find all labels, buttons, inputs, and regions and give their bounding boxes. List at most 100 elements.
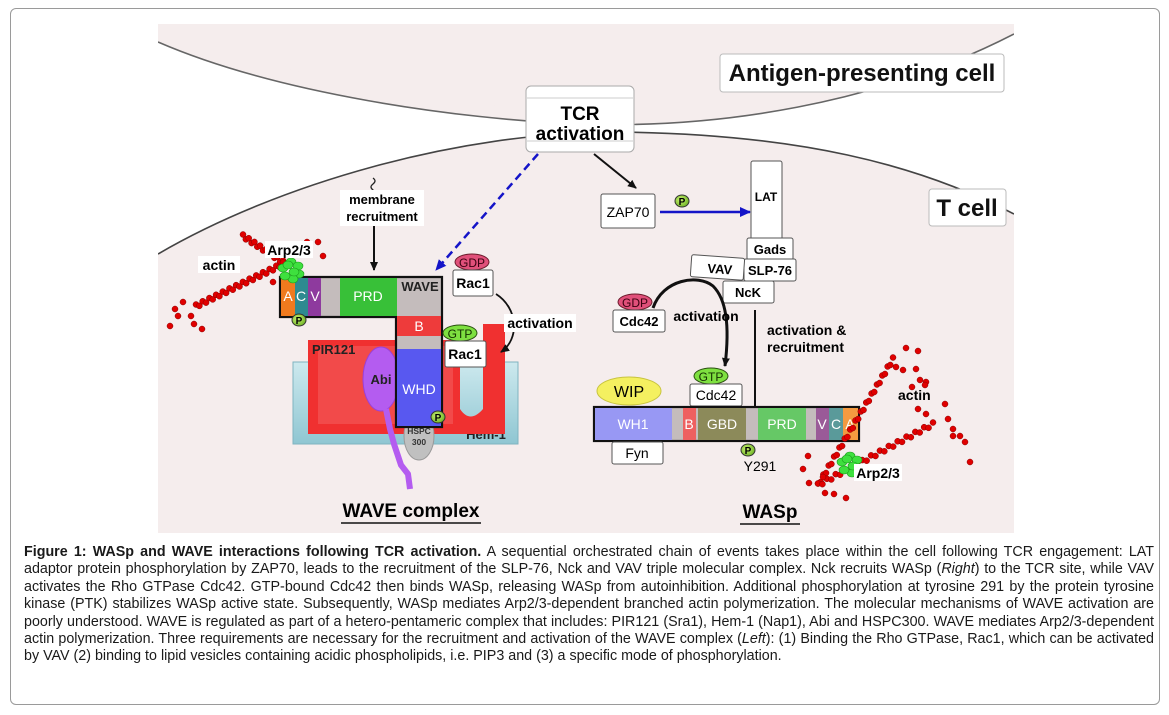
actin-monomer [944, 415, 952, 423]
svg-text:GDP: GDP [622, 296, 648, 310]
membrane-recruitment-label: membrane recruitment [340, 190, 424, 226]
actin-monomer [819, 473, 827, 481]
actin-monomer [921, 381, 929, 389]
svg-text:B: B [414, 318, 423, 334]
svg-text:GBD: GBD [707, 416, 737, 432]
tcell-label: T cell [928, 188, 1007, 227]
actin-monomer [892, 363, 900, 371]
svg-text:TCR: TCR [560, 104, 599, 125]
actin-monomer [209, 296, 216, 303]
arp23-subunit [282, 260, 294, 270]
svg-text:P: P [679, 197, 686, 208]
y291-label: Y291 [744, 458, 777, 474]
wave-domain-A [281, 278, 295, 316]
gads: Gads [746, 237, 794, 261]
actin-monomer [216, 292, 223, 300]
actin-monomer [249, 276, 257, 284]
actin-monomer [871, 388, 878, 396]
actin-monomer [925, 424, 932, 432]
svg-text:Cdc42: Cdc42 [619, 314, 658, 329]
svg-text:WIP: WIP [614, 384, 644, 401]
actin-monomer [854, 415, 862, 423]
gdp-badge: GDP [617, 293, 653, 311]
arp23-subunit [838, 465, 850, 475]
actin-monomer [819, 480, 826, 488]
svg-text:recruitment: recruitment [767, 339, 844, 355]
svg-text:actin: actin [203, 257, 236, 273]
actin-monomer [872, 452, 879, 460]
actin-monomer [236, 283, 243, 290]
actin-monomer [222, 289, 230, 297]
arp23-subunit [279, 271, 291, 281]
svg-text:Rac1: Rac1 [456, 275, 490, 291]
actin-monomer [838, 442, 846, 450]
tcr-to-zap70-arrow [593, 153, 637, 189]
cdc42-gdp: Cdc42 [612, 309, 666, 333]
svg-text:P: P [296, 316, 303, 327]
wasp-domain-V [816, 408, 829, 440]
svg-text:Abi: Abi [371, 372, 392, 387]
actin-monomer [256, 273, 263, 281]
actin-monomer [821, 489, 829, 497]
actin-monomer [863, 457, 870, 464]
actin-monomer [865, 397, 873, 405]
actin-monomer [804, 452, 812, 460]
actin-monomer [916, 376, 924, 384]
actin-monomer [198, 325, 206, 333]
caption-title: Figure 1: WASp and WAVE interactions fol… [24, 544, 482, 560]
actin-label-left: actin [198, 256, 240, 273]
actin-monomer [269, 267, 277, 274]
actin-monomer [256, 242, 264, 249]
svg-text:PIR121: PIR121 [312, 342, 355, 357]
actin-monomer [881, 448, 888, 455]
actin-monomer [171, 305, 179, 313]
actin-monomer [956, 432, 964, 440]
phospho-icon: P [291, 313, 307, 327]
svg-text:Arp2/3: Arp2/3 [856, 465, 900, 481]
rac1-gtp: Rac1 [444, 340, 487, 368]
actin-monomer [889, 354, 897, 361]
svg-text:PRD: PRD [353, 288, 383, 304]
svg-text:ZAP70: ZAP70 [607, 204, 650, 220]
svg-text:C: C [831, 416, 841, 432]
fyn: Fyn [611, 441, 664, 465]
svg-text:LAT: LAT [755, 190, 778, 204]
actin-monomer [881, 370, 889, 378]
tcr-activation-box: TCR activation [525, 85, 635, 153]
actin-monomer [242, 280, 250, 287]
synapse-gap [158, 34, 1014, 254]
arp23-subunit [841, 454, 853, 464]
svg-text:B: B [684, 416, 693, 432]
svg-text:WAVE: WAVE [401, 279, 439, 294]
actin-monomer [828, 476, 835, 483]
svg-text:Arp2/3: Arp2/3 [267, 242, 311, 258]
actin-monomer [251, 238, 258, 246]
lat: LAT [750, 160, 783, 242]
svg-text:Antigen-presenting cell: Antigen-presenting cell [729, 60, 996, 87]
phospho-icon: P [430, 410, 446, 424]
actin-monomer [239, 231, 247, 238]
actin-monomer [269, 278, 277, 286]
actin-monomer [174, 312, 182, 320]
svg-text:Rac1: Rac1 [448, 346, 482, 362]
phospho-icon: P [740, 443, 756, 457]
wasp-domain-PRD [758, 408, 806, 440]
wasp-domain-C [829, 408, 843, 440]
actin-monomer [187, 312, 195, 320]
actin-monomer [179, 298, 187, 306]
actin-monomer [916, 429, 923, 436]
actin-monomer [914, 405, 922, 413]
actin-monomer [202, 299, 210, 306]
actin-monomer [263, 270, 270, 277]
wasp-domain-WH1 [595, 408, 672, 440]
actin-monomer [833, 451, 840, 459]
cdc42-activation-arrow [651, 278, 730, 367]
wave-domain-PRD [340, 278, 397, 316]
actin-monomer [908, 383, 916, 391]
actin-monomer [898, 438, 906, 446]
svg-text:Cdc42: Cdc42 [696, 387, 737, 403]
rac1-gdp: Rac1 [452, 269, 494, 297]
svg-text:WH1: WH1 [617, 416, 648, 432]
svg-text:SLP-76: SLP-76 [748, 263, 792, 278]
svg-text:T cell: T cell [936, 195, 997, 222]
